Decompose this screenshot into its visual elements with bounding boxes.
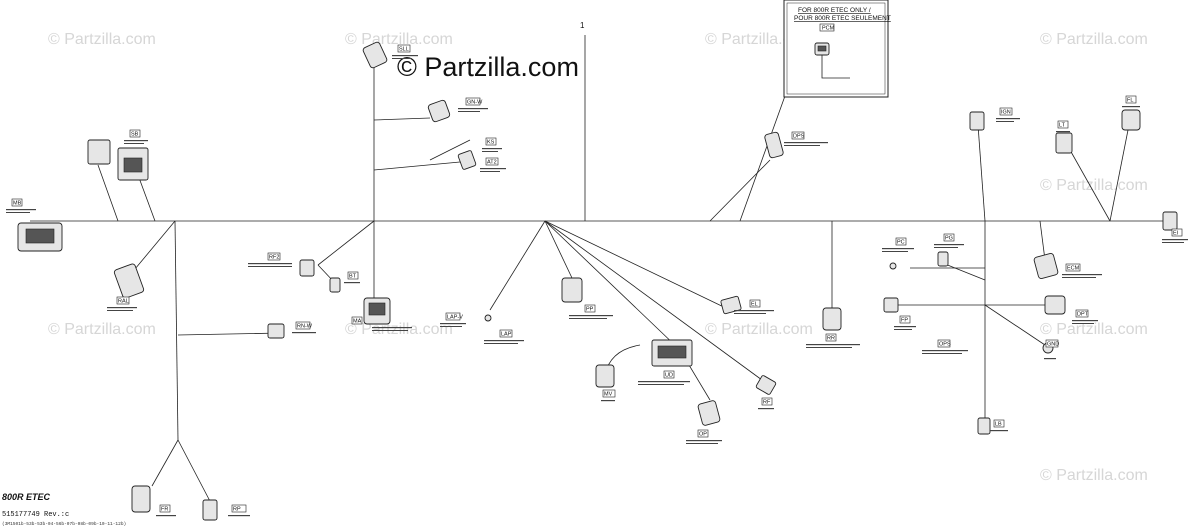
plug-connector-icon	[561, 277, 583, 303]
plug-connector-icon	[977, 417, 991, 435]
connector-tag: LAP-V	[447, 315, 463, 321]
connector-tag: EL	[751, 302, 758, 308]
plug-connector-icon	[755, 375, 777, 395]
connector-tag: OPS	[939, 342, 951, 348]
inset-title-line2: POUR 800R ETEC SEULEMENT	[794, 15, 891, 22]
etec-only-inset: FOR 800R ETEC ONLY / POUR 800R ETEC SEUL…	[783, 0, 891, 98]
connector-tag: FP	[901, 318, 908, 324]
ring-terminal-icon	[484, 314, 492, 322]
plug-connector-icon	[131, 485, 151, 513]
plug-connector-icon	[969, 111, 985, 131]
connector-tag: PP	[586, 307, 594, 313]
connector-tag: KS	[487, 140, 495, 146]
connector-tag: SLL	[399, 47, 409, 53]
reference-marker: 1	[580, 21, 585, 30]
connector-tag: LT	[1059, 123, 1066, 129]
connector-tag: PG	[945, 236, 953, 242]
connector-tag: RAL	[118, 299, 129, 305]
plug-connector-icon	[1055, 132, 1073, 154]
connector-tag: RN-W	[297, 324, 313, 330]
plug-connector-icon	[1121, 109, 1141, 131]
plug-connector-icon	[1044, 295, 1066, 315]
connector-tag: MB	[13, 201, 22, 207]
connector-tag: GND	[1047, 342, 1059, 348]
connector-tag: SB	[131, 132, 139, 138]
connector-tag: DPT	[1077, 312, 1089, 318]
plug-connector-icon	[697, 400, 721, 426]
plug-connector-icon	[822, 307, 842, 331]
plug-connector-icon	[362, 41, 388, 69]
connector-tag: RF	[763, 400, 771, 406]
model-label: 800R ETEC	[2, 492, 51, 502]
inset-title-line1: FOR 800R ETEC ONLY /	[798, 7, 871, 14]
plug-connector-icon	[720, 295, 742, 315]
connector-tag: RF2	[269, 255, 279, 261]
plug-connector-icon	[329, 277, 341, 293]
connector-tag: MA	[353, 319, 362, 325]
watermark: © Partzilla.com	[1040, 177, 1148, 194]
plug-connector-icon	[113, 263, 145, 299]
plug-connector-icon	[427, 99, 451, 123]
connector-tag: LB	[995, 422, 1002, 428]
inset-tag: PCM	[822, 26, 835, 32]
watermark: © Partzilla.com	[1040, 467, 1148, 484]
brand-logo-text: © Partzilla.com	[397, 52, 579, 82]
footer-code: (3M1501b-53b-53b-04-56b-07b-08b-09b-10-1…	[2, 521, 126, 527]
connector-shapes	[17, 41, 1178, 521]
plug-connector-icon	[457, 150, 477, 170]
watermark: © Partzilla.com	[48, 321, 156, 338]
connector-tag: EI	[1173, 231, 1179, 237]
watermark: © Partzilla.com	[1040, 31, 1148, 48]
plug-connector-icon	[595, 364, 615, 388]
plug-connector-icon	[764, 131, 784, 159]
ring-terminal-icon	[889, 262, 897, 270]
connector-tag: ECM	[1067, 266, 1080, 272]
plug-connector-icon	[1033, 253, 1059, 279]
connector-tag: RP	[233, 507, 241, 513]
plug-connector-icon	[299, 259, 315, 277]
watermark-layer: © Partzilla.com © Partzilla.com © Partzi…	[48, 31, 1148, 484]
connector-tag: RR	[827, 336, 835, 342]
plug-connector-icon	[883, 297, 899, 313]
connector-tag: GN-W	[467, 100, 483, 106]
plug-connector-icon	[267, 323, 285, 339]
connector-tag: PC	[897, 240, 905, 246]
connector-tag: UD	[665, 373, 673, 379]
connector-tag: MV	[604, 392, 613, 398]
plug-connector-icon	[937, 251, 949, 267]
connector-tag: DPS	[793, 134, 805, 140]
connector-tag: FL	[1127, 98, 1133, 104]
harness-wires	[30, 35, 1168, 506]
connector-tag: LAP	[501, 332, 512, 338]
part-number: 515177749 Rev.:c	[2, 511, 69, 519]
connector-tag: IGN	[1001, 110, 1011, 116]
watermark: © Partzilla.com	[705, 321, 813, 338]
connector-tag: BT	[349, 274, 357, 280]
connector-tag: AT2	[487, 160, 497, 166]
watermark: © Partzilla.com	[345, 31, 453, 48]
plug-connector-icon	[202, 499, 218, 521]
watermark: © Partzilla.com	[345, 321, 453, 338]
plug-connector-icon	[1162, 211, 1178, 231]
connector-tags: MB SB SLL GN-W KS AT2 RF2 BT	[6, 44, 1188, 517]
connector-tag: OP	[699, 432, 707, 438]
watermark: © Partzilla.com	[48, 31, 156, 48]
watermark: © Partzilla.com	[1040, 321, 1148, 338]
module-connector-icon	[87, 139, 111, 165]
connector-tag: FR	[161, 507, 168, 513]
